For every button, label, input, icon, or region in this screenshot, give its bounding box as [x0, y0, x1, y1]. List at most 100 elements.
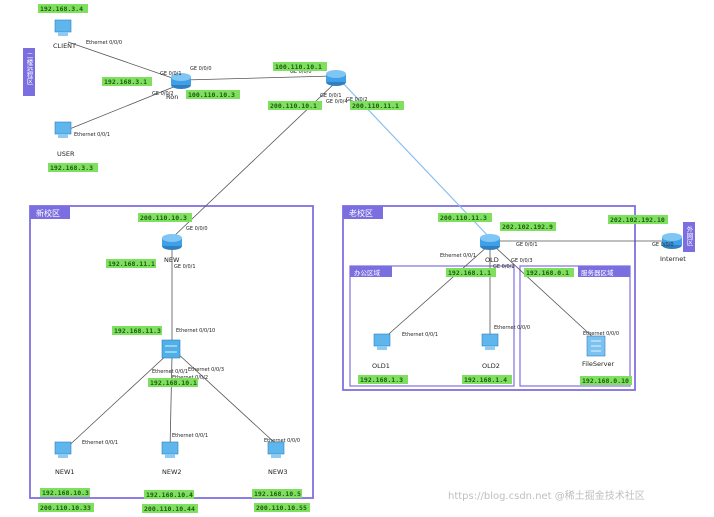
internet-zone-tag: 外网区: [683, 222, 695, 252]
port-new2: Ethernet 0/0/1: [172, 433, 208, 439]
office-zone-label: 办公区域: [354, 268, 381, 277]
ip-new1-b: 200.110.10.33: [40, 504, 91, 512]
port-old-r2: GE 0/0/3: [511, 258, 533, 264]
router-ron[interactable]: Ron: [166, 73, 191, 101]
ip-labels: 192.168.3.4 192.168.3.1 192.168.3.3 100.…: [38, 4, 668, 513]
old1-label: OLD1: [372, 362, 390, 370]
server-zone: 服务器区域: [519, 265, 631, 387]
svg-text:外网区: 外网区: [685, 225, 693, 246]
new3-pc[interactable]: NEW3: [267, 441, 288, 476]
port-new-bot: GE 0/0/1: [174, 264, 196, 270]
port-fileserver: Ethernet 0/0/0: [583, 331, 619, 337]
ip-old-top: 200.110.11.3: [440, 214, 487, 222]
server-zone-label: 服务器区域: [581, 268, 614, 277]
port-ron-out: GE 0/0/0: [190, 66, 212, 72]
ip-old-office: 192.168.1.1: [448, 269, 491, 277]
port-ron-in: GE 0/0/1: [160, 71, 182, 77]
ip-user: 192.168.3.3: [50, 164, 93, 172]
link-ron-core: [183, 75, 334, 81]
link-newsw-new3: [175, 351, 277, 445]
port-core-left: GE 0/0/4: [326, 99, 348, 105]
port-core-right: GE 0/0/2: [346, 97, 368, 103]
router-old[interactable]: OLD: [480, 234, 500, 264]
ip-old1: 192.168.1.3: [360, 376, 403, 384]
ip-new2-a: 192.168.10.4: [146, 491, 193, 499]
port-old2: Ethernet 0/0/0: [494, 325, 530, 331]
svg-text:二楼远程区: 二楼远程区: [25, 52, 33, 85]
ip-new2-b: 200.110.10.44: [144, 505, 195, 513]
new-campus-zone: 新校区: [29, 205, 314, 499]
port-new1: Ethernet 0/0/1: [82, 440, 118, 446]
ip-new-top: 200.110.10.3: [140, 214, 187, 222]
router-new[interactable]: NEW: [162, 234, 182, 264]
new3-label: NEW3: [268, 468, 288, 476]
ip-old-wan: 202.102.192.9: [502, 223, 553, 231]
ip-new-sw: 192.168.11.3: [114, 327, 161, 335]
ip-top-left: 192.168.3.4: [40, 5, 83, 13]
new-campus-label: 新校区: [36, 208, 60, 218]
port-newsw-top: Ethernet 0/0/10: [176, 328, 215, 334]
ip-internet: 202.102.192.10: [610, 216, 665, 224]
link-old-fileserver: [493, 245, 597, 341]
port-new-top: GE 0/0/0: [186, 226, 208, 232]
ip-new3-a: 192.168.10.5: [254, 490, 301, 498]
port-core-in: GE 0/0/0: [290, 69, 312, 75]
ron-label: Ron: [166, 93, 178, 101]
old2-label: OLD2: [482, 362, 500, 370]
ip-old-server: 192.168.0.1: [526, 269, 569, 277]
router-core[interactable]: [326, 70, 346, 86]
user-pc[interactable]: USER: [54, 121, 75, 158]
ip-core-left: 200.110.10.1: [270, 102, 317, 110]
fileserver-label: FileServer: [582, 360, 615, 368]
internet-router[interactable]: Internet: [660, 233, 686, 263]
old-router-label: OLD: [485, 256, 499, 264]
port-old-left: Ethernet 0/0/1: [440, 253, 476, 259]
ip-fileserver: 192.168.0.10: [582, 377, 629, 385]
port-old-r1: GE 0/0/1: [516, 242, 538, 248]
fileserver[interactable]: FileServer: [582, 335, 615, 368]
ip-ron-r: 100.110.10.3: [188, 91, 235, 99]
link-old-old1: [381, 245, 489, 341]
ip-new-sw2: 192.168.10.1: [150, 379, 197, 387]
ip-client-gw: 192.168.3.1: [104, 78, 147, 86]
old1-pc[interactable]: OLD1: [372, 333, 391, 370]
watermark: https://blog.csdn.net @稀土掘金技术社区: [448, 489, 645, 502]
port-ron-low: GE 0/0/2: [152, 91, 174, 97]
client-label: CLIENT: [53, 42, 76, 50]
ip-core-top: 100.110.10.1: [275, 63, 322, 71]
link-newsw-new2: [169, 355, 173, 451]
office-zone: 办公区域: [349, 265, 515, 387]
port-newsw-l: Ethernet 0/0/1: [152, 369, 188, 375]
ip-new3-b: 200.110.10.55: [256, 504, 307, 512]
ip-core-right: 200.110.11.1: [352, 102, 399, 110]
port-new3: Ethernet 0/0/0: [264, 438, 300, 444]
old2-pc[interactable]: OLD2: [481, 333, 500, 370]
ip-old2: 192.168.1.4: [464, 376, 507, 384]
ip-new-gw: 192.168.11.1: [108, 260, 155, 268]
port-newsw-r: Ethernet 0/0/3: [188, 367, 224, 373]
port-internet: GE 0/0/0: [652, 242, 674, 248]
port-old-mid: GE 0/0/2: [493, 264, 515, 270]
new2-pc[interactable]: NEW2: [161, 441, 182, 476]
new1-label: NEW1: [55, 468, 75, 476]
port-old1: Ethernet 0/0/1: [402, 332, 438, 338]
link-client-ron: [67, 41, 179, 81]
old-campus-label: 老校区: [349, 208, 373, 218]
link-user-ron: [66, 85, 177, 131]
port-core-mid: GE 0/0/1: [320, 93, 342, 99]
switch-new[interactable]: [161, 339, 181, 359]
link-newsw-new1: [61, 351, 171, 453]
client-zone-tag: 二楼远程区: [23, 48, 35, 96]
port-labels: Ethernet 0/0/0 Ethernet 0/0/1 GE 0/0/1 G…: [74, 40, 674, 446]
port-client: Ethernet 0/0/0: [86, 40, 122, 46]
user-label: USER: [57, 150, 75, 158]
internet-label: Internet: [660, 255, 686, 263]
ip-new1-a: 192.168.10.3: [42, 489, 89, 497]
new1-pc[interactable]: NEW1: [54, 441, 75, 476]
new2-label: NEW2: [162, 468, 182, 476]
port-user: Ethernet 0/0/1: [74, 132, 110, 138]
new-router-label: NEW: [164, 256, 180, 264]
old-campus-zone: 老校区: [342, 205, 636, 391]
client-pc[interactable]: CLIENT: [53, 19, 76, 50]
